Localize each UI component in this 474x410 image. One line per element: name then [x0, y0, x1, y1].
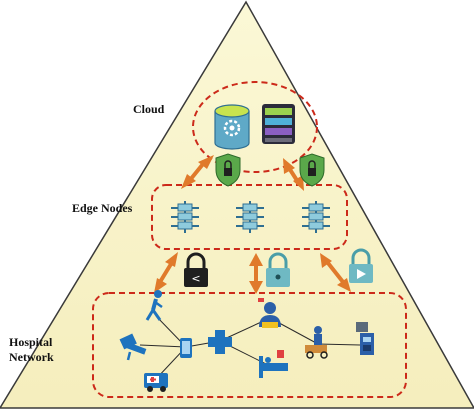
padlock-icon: <	[184, 252, 208, 287]
hospital-boundary	[92, 292, 407, 398]
hospital-layer-label-line1: Hospital	[9, 335, 53, 349]
wheelchair-icon	[305, 326, 328, 359]
ambulance-icon	[144, 373, 168, 392]
patient-bed-icon	[259, 350, 288, 378]
cloud-boundary	[192, 81, 318, 173]
walking-person-icon	[145, 290, 163, 321]
smartphone-icon	[180, 338, 192, 358]
patient-monitor-icon	[119, 333, 147, 361]
svg-text:<: <	[191, 272, 200, 285]
storage-rack-icon	[262, 104, 295, 144]
edge-layer-label: Edge Nodes	[72, 201, 133, 215]
medical-cross-icon	[208, 330, 232, 354]
doctor-icon	[258, 298, 281, 328]
padlock-icon	[349, 248, 373, 283]
edge-server-icon	[302, 201, 330, 233]
bidirectional-arrow	[320, 253, 351, 292]
bidirectional-arrow	[283, 158, 304, 191]
bidirectional-arrow	[249, 253, 263, 294]
database-gear-icon	[214, 104, 250, 150]
edge-server-icon	[171, 201, 199, 233]
cloud-layer-label: Cloud	[133, 102, 165, 116]
hospital-layer-label-line2: Network	[9, 350, 54, 364]
vital-signs-monitor-icon	[356, 322, 374, 355]
edge-server-icon	[236, 201, 264, 233]
bidirectional-arrow	[181, 155, 214, 189]
shield-lock-icon	[299, 153, 325, 187]
shield-lock-icon	[215, 153, 241, 187]
edge-boundary	[151, 184, 348, 250]
bidirectional-arrow	[154, 252, 178, 293]
padlock-icon	[266, 252, 290, 287]
